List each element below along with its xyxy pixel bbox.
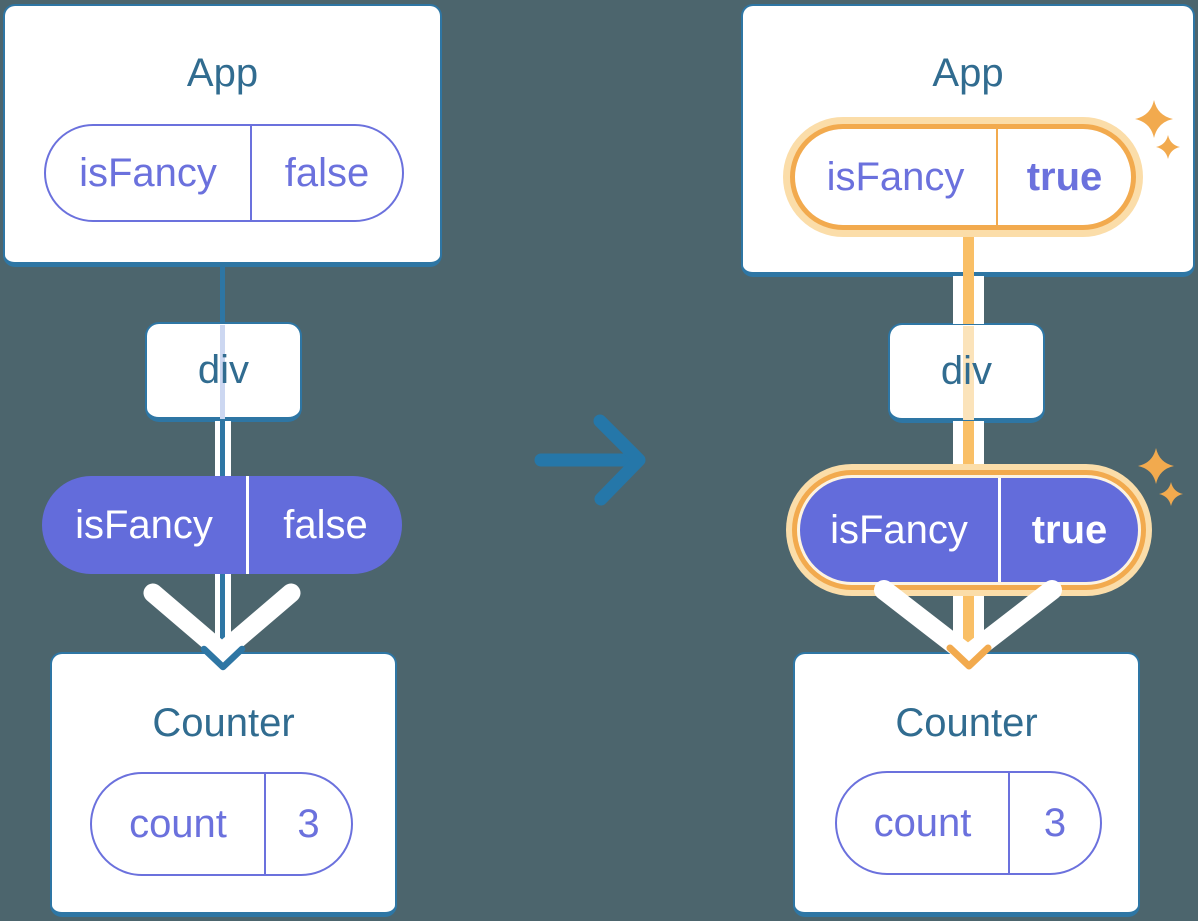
sparkle-icon <box>1138 448 1174 484</box>
prop-value: false <box>284 150 370 195</box>
prop-value: true <box>1031 507 1108 552</box>
prop-value: true <box>1026 154 1103 199</box>
prop-name: isFancy <box>800 478 1001 582</box>
prop-name: isFancy <box>46 126 252 220</box>
prop-pill-passed-after: isFancy true <box>797 475 1141 585</box>
state-value: 3 <box>297 801 320 846</box>
div-label-before: div <box>197 347 250 392</box>
prop-line-in-card-after <box>963 234 974 279</box>
prop-pill-passed-before: isFancy false <box>42 476 402 574</box>
arrow-right-icon <box>534 414 646 506</box>
app-title-before: App <box>186 50 259 95</box>
prop-pill-app-before: isFancy false <box>44 124 404 222</box>
prop-name: isFancy <box>795 129 998 225</box>
prop-line-pill-counter-after <box>963 591 974 655</box>
state-name: count <box>92 774 266 874</box>
counter-title-before: Counter <box>152 700 295 745</box>
state-value: 3 <box>1043 800 1067 845</box>
prop-line-app-div-after <box>963 276 974 324</box>
state-name: count <box>837 773 1010 873</box>
tree-edge-pill-counter-before <box>220 573 225 658</box>
prop-value: false <box>283 502 368 547</box>
state-pill-counter-after: count 3 <box>835 771 1102 875</box>
tree-edge-div-pill-before <box>220 421 225 482</box>
tree-edge-app-div-before <box>220 265 225 323</box>
prop-pass-through-line-before <box>220 325 225 419</box>
state-pill-counter-before: count 3 <box>90 772 353 876</box>
prop-name: isFancy <box>42 476 249 574</box>
app-title-after: App <box>932 50 1004 95</box>
prop-pass-through-line-after <box>963 326 974 420</box>
div-label-after: div <box>940 348 993 393</box>
prop-pill-app-after: isFancy true <box>790 124 1136 230</box>
prop-line-div-pill-after <box>963 421 974 471</box>
counter-title-after: Counter <box>895 700 1038 745</box>
sparkle-icon <box>1159 482 1183 506</box>
